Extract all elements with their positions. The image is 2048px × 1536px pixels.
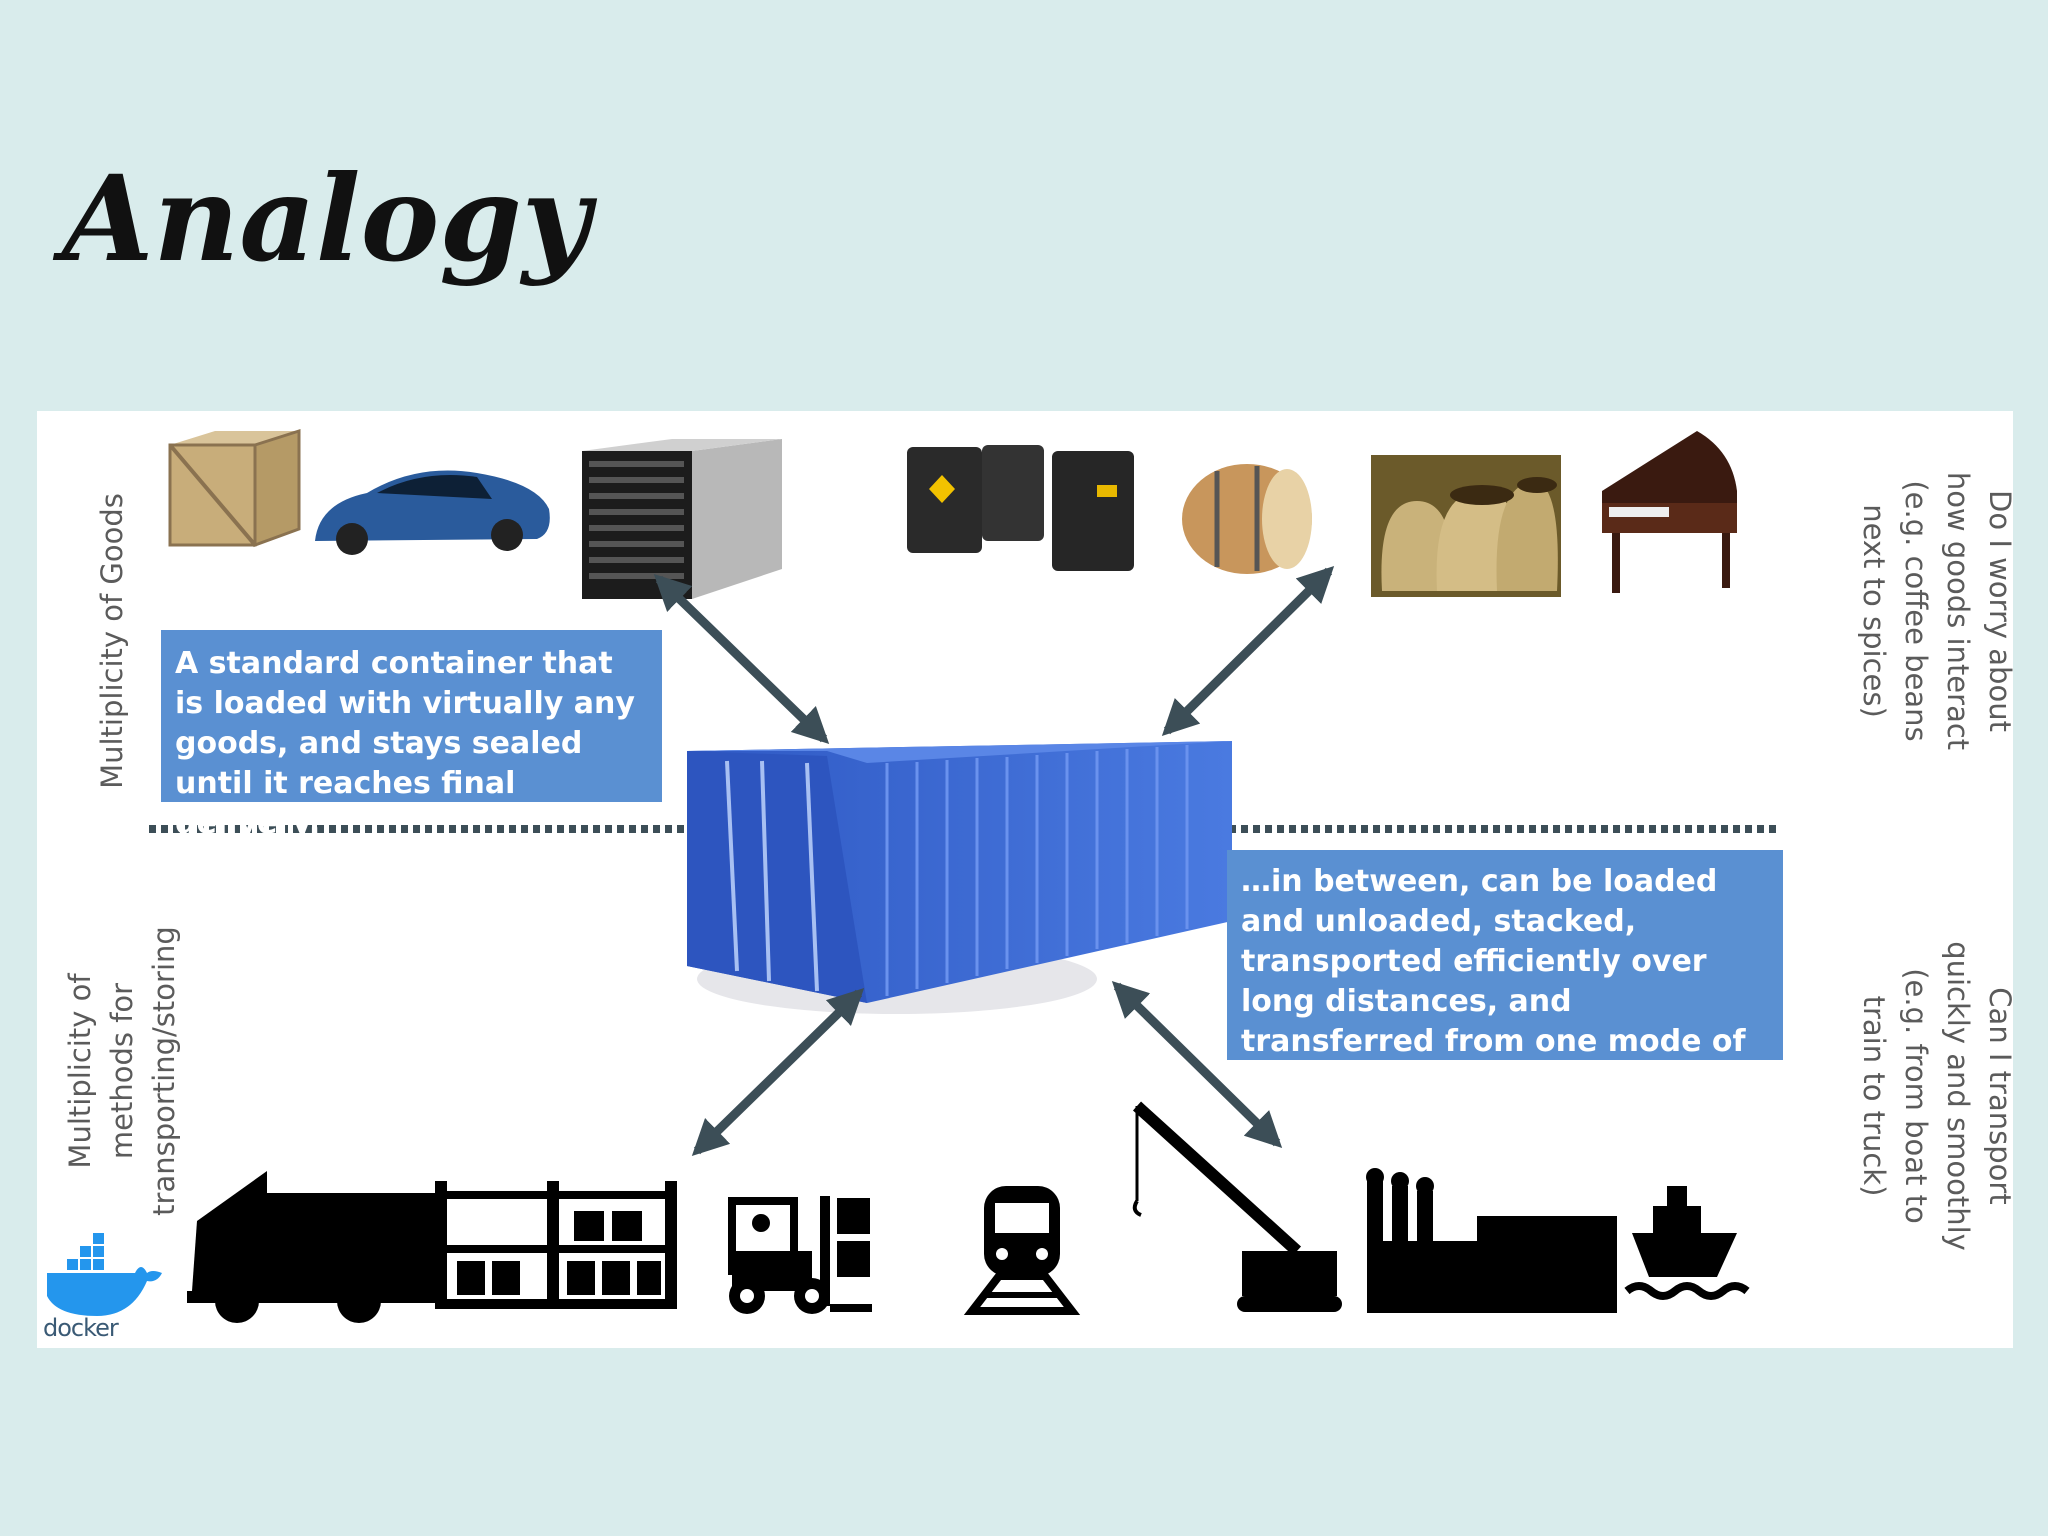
docker-logo-text: docker xyxy=(43,1314,119,1342)
crane-icon xyxy=(1132,1101,1342,1312)
sacks-icon xyxy=(1371,455,1561,597)
shipping-container-icon xyxy=(687,741,1232,1014)
arrow-container-truck xyxy=(691,987,865,1157)
label-transport-question: Can I transport quickly and smoothly (e.… xyxy=(1857,941,2017,1251)
factory-icon xyxy=(1366,1168,1617,1313)
warehouse-shelves-icon xyxy=(435,1181,677,1309)
arrow-server-container xyxy=(653,573,830,745)
analogy-diagram: Multiplicity of Goods Multiplicity of me… xyxy=(37,411,2017,1348)
ship-icon xyxy=(1624,1186,1750,1300)
forklift-icon xyxy=(728,1196,872,1314)
crate-icon xyxy=(168,428,301,548)
label-multiplicity-of-goods: Multiplicity of Goods xyxy=(95,493,129,789)
piano-icon xyxy=(1602,431,1737,593)
slide-title: Analogy xyxy=(62,149,591,288)
docker-logo xyxy=(47,1233,162,1316)
info-box-standard-container: A standard container that is loaded with… xyxy=(161,630,662,841)
label-multiplicity-of-methods: Multiplicity of methods for transporting… xyxy=(63,926,181,1216)
info-box-in-between: …in between, can be loaded and unloaded,… xyxy=(1227,850,1783,1099)
car-icon xyxy=(315,470,550,555)
wooden-barrel-icon xyxy=(1182,464,1312,574)
server-rack-icon xyxy=(582,439,782,599)
label-goods-interaction-question: Do I worry about how goods interact (e.g… xyxy=(1857,471,2017,751)
oil-barrels-icon xyxy=(907,445,1134,571)
truck-icon xyxy=(187,1171,447,1323)
diagram-graphics xyxy=(47,428,1779,1323)
train-icon xyxy=(963,1186,1081,1315)
arrow-barrel-container xyxy=(1161,565,1335,737)
arrow-container-crane xyxy=(1111,980,1283,1149)
